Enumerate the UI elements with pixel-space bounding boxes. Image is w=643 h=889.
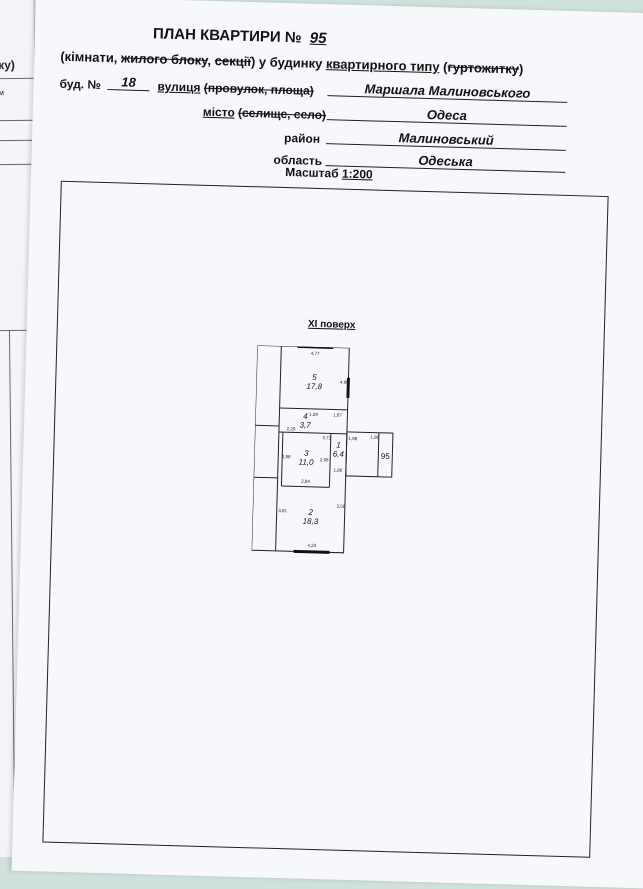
street-value: Маршала Малиновського	[327, 80, 568, 103]
window	[293, 549, 330, 554]
building-number: 18	[107, 74, 150, 92]
street-struck-options: (провулок, площа)	[203, 80, 314, 98]
dwelling-type-text: ) у будинку	[250, 54, 327, 72]
dimension-label: 3,58	[336, 504, 345, 509]
district-value: Малиновський	[325, 128, 567, 151]
dimension-label: 1,98	[348, 436, 357, 441]
dimension-label: 2,29	[287, 426, 296, 431]
struck-option: секції	[214, 53, 252, 70]
wall	[377, 432, 380, 477]
left-sheet-line	[0, 119, 37, 122]
dimension-label: 1,67	[333, 412, 342, 417]
room-4-number: 4	[303, 412, 308, 421]
room-5-number: 5	[312, 373, 317, 382]
dimension-label: 3,61	[278, 508, 287, 513]
left-sheet-label: ку)	[0, 57, 15, 73]
dimension-label: 2,68	[320, 457, 329, 462]
selected-option: квартирного типу	[325, 56, 440, 75]
street-label: вулиця (провулок, площа)	[157, 79, 314, 97]
wall	[275, 345, 282, 551]
dimension-label: 4,77	[311, 351, 320, 356]
apartment-number: 95	[309, 29, 327, 48]
wall	[253, 476, 278, 479]
neighbor-apartment-number: 95	[381, 452, 391, 461]
floor-label: ХІ поверх	[307, 318, 356, 332]
dimension-label: 2,84	[301, 479, 310, 484]
room-1-number: 1	[336, 441, 341, 450]
dimension-label: 2,88	[282, 454, 291, 459]
room-2-area: 18,3	[303, 517, 319, 526]
dwelling-type-text: )	[518, 61, 524, 77]
room-3-number: 3	[304, 449, 309, 458]
dimension-label: 3,71	[322, 435, 331, 440]
dimension-label: 1,80	[333, 467, 342, 472]
dwelling-type-text: (кімнати,	[60, 48, 122, 66]
window	[346, 377, 350, 398]
city-struck-options: (селище, село)	[237, 105, 327, 123]
scale: Масштаб 1:200	[285, 165, 373, 181]
building-label: буд. №	[59, 76, 102, 92]
left-sheet-unit: м	[0, 88, 5, 98]
wall	[328, 433, 332, 488]
scale-value: 1:200	[341, 166, 373, 182]
plan-title: ПЛАН КВАРТИРИ № 95	[153, 25, 327, 47]
plan-frame: ХІ поверх 5 17,8	[42, 180, 609, 858]
wall	[278, 431, 347, 435]
left-sheet-line	[0, 77, 37, 80]
floor-plan-drawing: 5 17,8 4 3,7 3 11,0 1 6,4 2 18,3 4,77 4,…	[251, 345, 394, 554]
room-3-area: 11,0	[298, 458, 314, 467]
dimension-label: 4,23	[307, 543, 316, 548]
dimension-label: 4,90	[340, 380, 349, 385]
district-label: район	[283, 130, 321, 146]
scale-label: Масштаб	[284, 165, 339, 181]
dimension-label: 1,29	[309, 412, 318, 417]
dimension-label: 1,88	[370, 435, 379, 440]
wall	[280, 432, 284, 487]
room-1-area: 6,4	[333, 449, 345, 458]
city-label-text: місто	[202, 104, 235, 120]
city-label: місто (селище, село)	[203, 105, 327, 122]
apartment-plan-sheet: ПЛАН КВАРТИРИ № 95 (кімнати, жилого блок…	[11, 0, 643, 889]
wall	[281, 485, 330, 488]
wall	[255, 424, 280, 427]
city-value: Одеса	[326, 104, 567, 127]
street-label-text: вулиця	[157, 79, 201, 95]
dwelling-type-line: (кімнати, жилого блоку, секції) у будинк…	[60, 49, 523, 77]
plan-title-text: ПЛАН КВАРТИРИ №	[152, 25, 302, 47]
neighbor-cell	[345, 431, 394, 478]
window	[297, 345, 334, 349]
wall	[279, 407, 348, 411]
struck-option: гуртожитку	[447, 59, 520, 77]
room-4-area: 3,7	[299, 421, 311, 430]
room-2-number: 2	[307, 508, 313, 517]
struck-option: жилого блоку	[120, 50, 208, 68]
room-5-area: 17,8	[306, 382, 322, 391]
